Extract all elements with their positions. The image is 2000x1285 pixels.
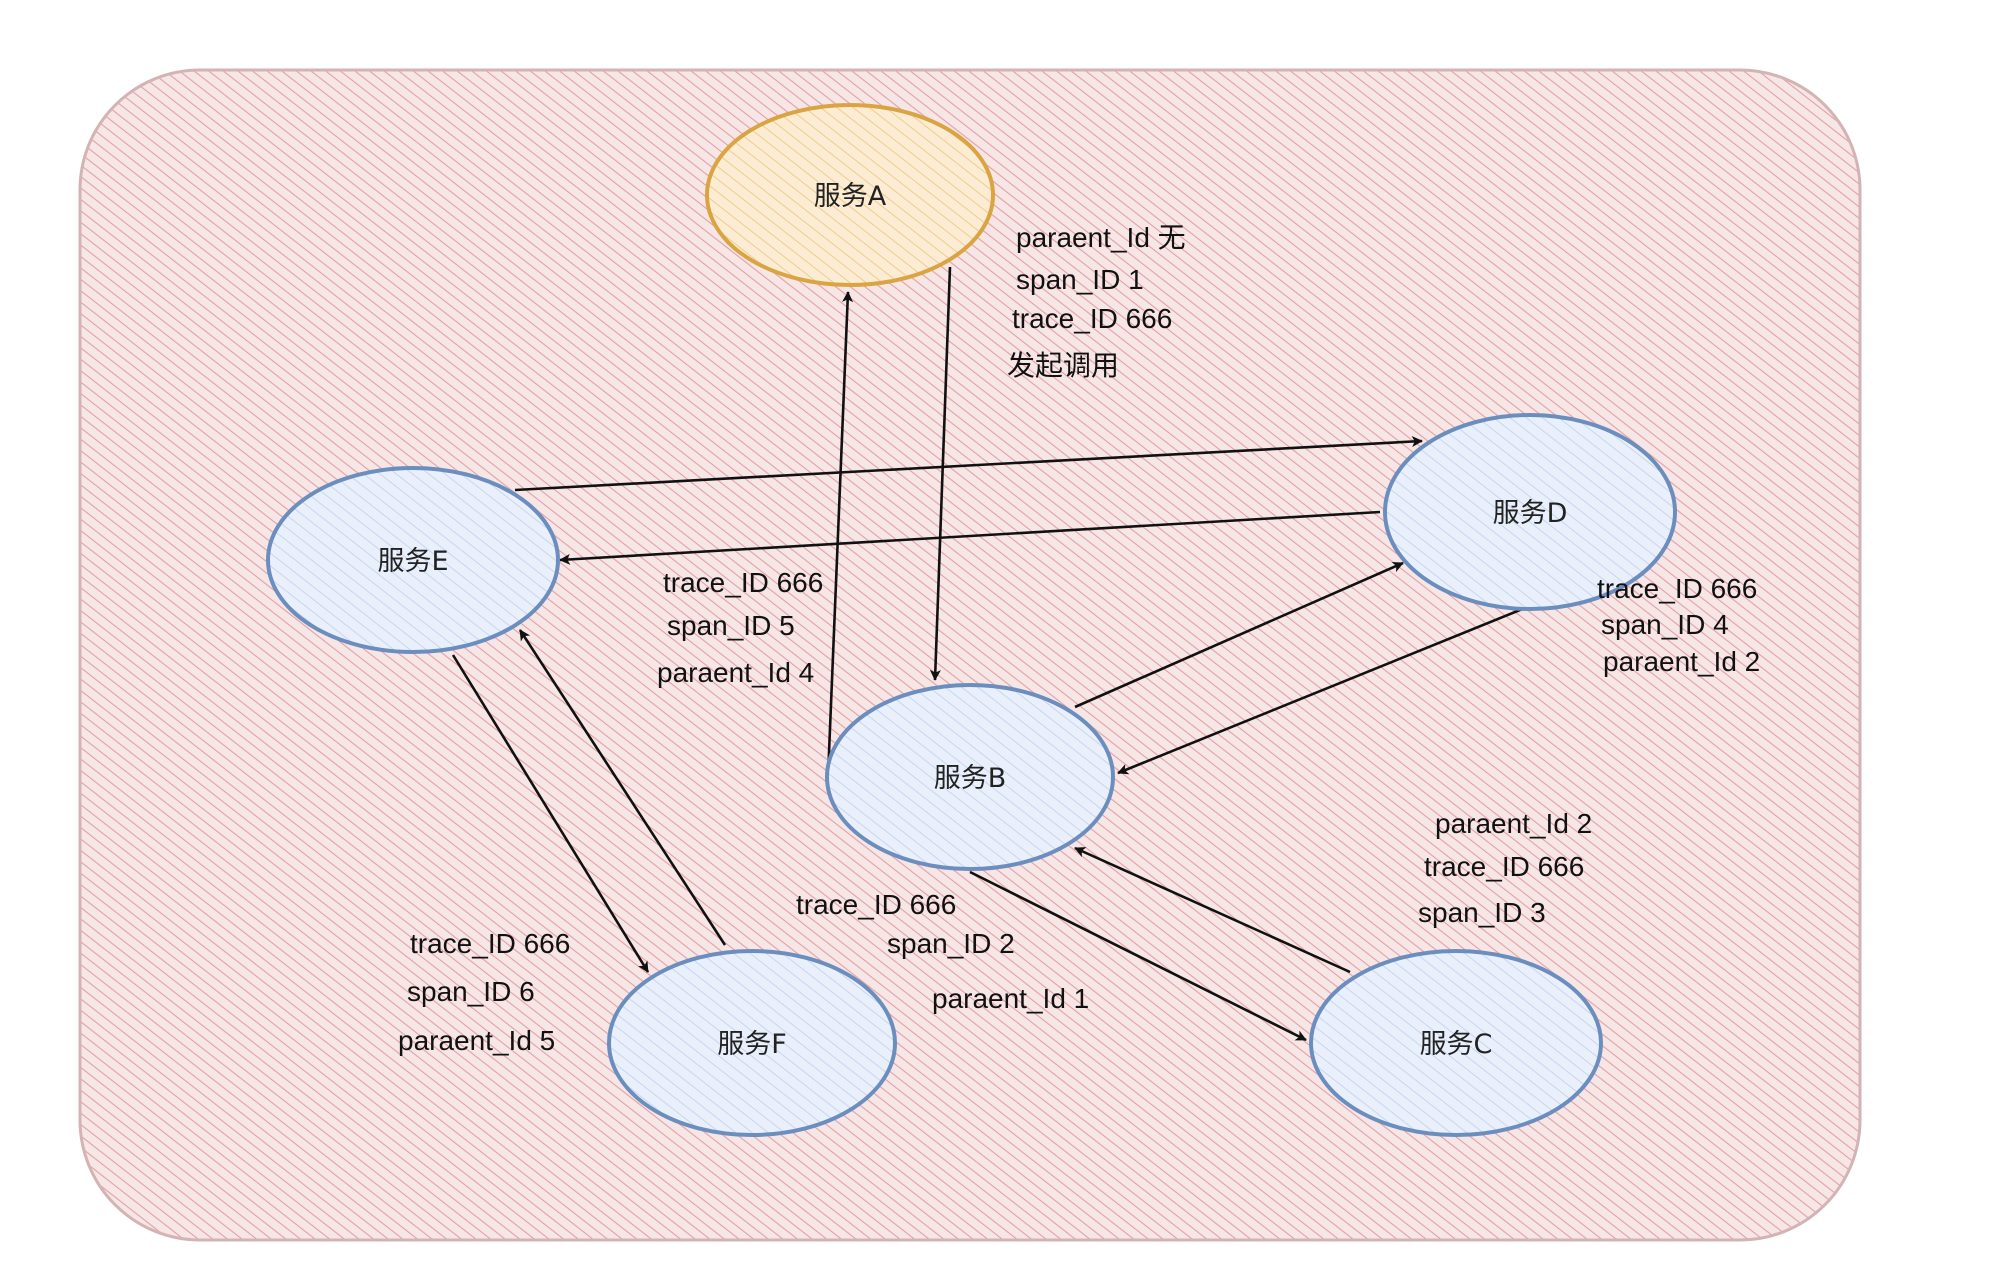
annotation-a-span: span_ID 1 — [1016, 264, 1144, 295]
edge-a-to-b — [929, 266, 952, 681]
annotation-e: trace_ID 666 span_ID 5 paraent_Id 4 — [657, 567, 823, 688]
edge-b-to-a — [826, 291, 854, 778]
edge-d-to-b — [1117, 606, 1526, 775]
annotation-e-trace: trace_ID 666 — [663, 567, 823, 598]
edge-f-to-e — [518, 629, 727, 946]
node-label-f: 服务F — [717, 1029, 787, 1060]
annotation-e-span: span_ID 5 — [667, 610, 795, 641]
annotation-f-trace: trace_ID 666 — [410, 928, 570, 959]
annotation-c-span: span_ID 3 — [1418, 897, 1546, 928]
annotation-c: paraent_Id 2 trace_ID 666 span_ID 3 — [1418, 808, 1592, 928]
annotation-a: paraent_Id 无 span_ID 1 trace_ID 666 发起调用 — [1007, 222, 1186, 381]
edge-e-to-d — [514, 436, 1423, 492]
node-service-b[interactable]: 服务B — [825, 683, 1115, 871]
annotation-a-parent: paraent_Id 无 — [1016, 222, 1186, 253]
node-service-c[interactable]: 服务C — [1309, 949, 1603, 1137]
node-label-e: 服务E — [377, 546, 448, 577]
annotation-b-parent: paraent_Id 1 — [932, 983, 1089, 1014]
annotation-f-span: span_ID 6 — [407, 976, 535, 1007]
node-service-a[interactable]: 服务A — [705, 103, 995, 287]
annotation-c-parent: paraent_Id 2 — [1435, 808, 1592, 839]
annotation-b-trace: trace_ID 666 — [796, 889, 956, 920]
node-label-c: 服务C — [1420, 1029, 1493, 1060]
annotation-d-span: span_ID 4 — [1601, 609, 1729, 640]
node-service-d[interactable]: 服务D — [1383, 413, 1677, 611]
edge-d-to-e — [559, 510, 1381, 565]
edge-b-to-d — [1074, 561, 1404, 709]
node-service-e[interactable]: 服务E — [266, 466, 560, 654]
annotation-b-span: span_ID 2 — [887, 928, 1015, 959]
annotation-b: trace_ID 666 span_ID 2 paraent_Id 1 — [796, 889, 1089, 1014]
edge-c-to-b — [1074, 846, 1351, 974]
annotation-d-parent: paraent_Id 2 — [1603, 646, 1760, 677]
annotation-a-trace: trace_ID 666 — [1012, 303, 1172, 334]
annotation-d-trace: trace_ID 666 — [1597, 573, 1757, 604]
annotation-a-note: 发起调用 — [1007, 350, 1119, 381]
annotation-c-trace: trace_ID 666 — [1424, 851, 1584, 882]
annotation-f-parent: paraent_Id 5 — [398, 1025, 555, 1056]
edge-e-to-f — [451, 654, 650, 973]
annotation-f: trace_ID 666 span_ID 6 paraent_Id 5 — [398, 928, 570, 1056]
edge-b-to-c — [969, 870, 1307, 1042]
background-panel — [78, 68, 1862, 1242]
node-label-b: 服务B — [934, 763, 1007, 794]
node-service-f[interactable]: 服务F — [607, 949, 897, 1137]
edges — [451, 266, 1526, 1042]
annotation-e-parent: paraent_Id 4 — [657, 657, 814, 688]
annotation-d: trace_ID 666 span_ID 4 paraent_Id 2 — [1597, 573, 1760, 677]
node-label-a: 服务A — [814, 181, 887, 212]
node-label-d: 服务D — [1493, 498, 1568, 529]
